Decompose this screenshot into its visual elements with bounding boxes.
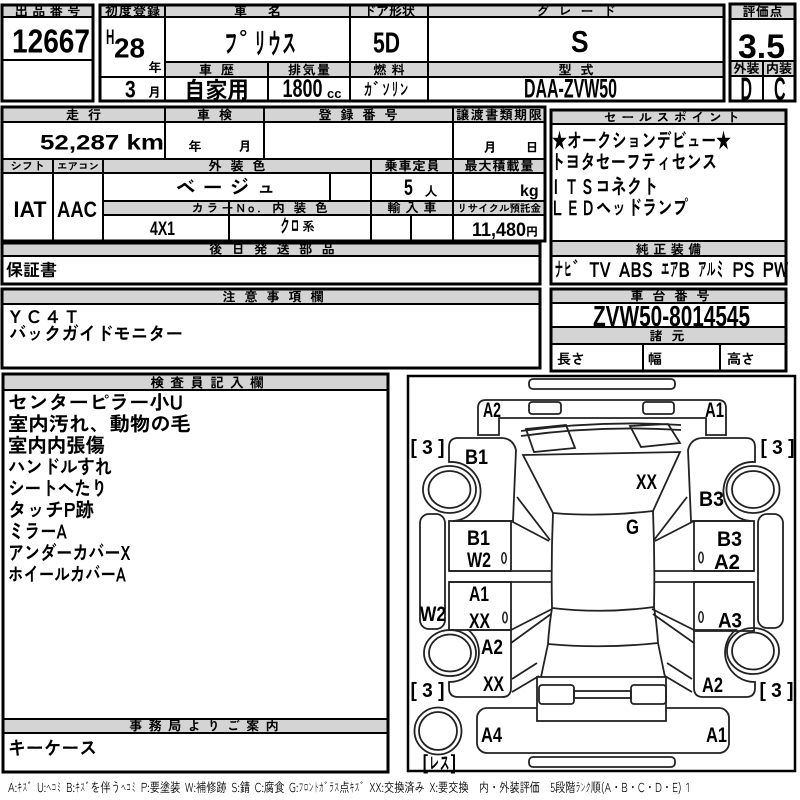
svg-text:[ 3 ]: [ 3 ]	[411, 437, 445, 459]
svg-text:G: G	[626, 516, 639, 539]
svg-text:DAA-ZVW50: DAA-ZVW50	[524, 74, 617, 104]
svg-text:B3: B3	[717, 528, 742, 551]
svg-text:XX: XX	[483, 673, 504, 696]
svg-text:D: D	[741, 72, 753, 107]
svg-text:A3: A3	[718, 610, 742, 633]
svg-text:5D: 5D	[373, 28, 400, 60]
svg-text:[ 3 ]: [ 3 ]	[760, 680, 794, 702]
svg-text:[ 3 ]: [ 3 ]	[411, 680, 445, 702]
svg-text:28: 28	[114, 33, 145, 64]
svg-text:A2: A2	[714, 551, 740, 574]
svg-text:B1: B1	[467, 527, 490, 550]
svg-text:A4: A4	[481, 724, 502, 747]
svg-text:11,480: 11,480	[472, 220, 526, 241]
svg-text:H: H	[106, 25, 114, 49]
svg-text:XX: XX	[469, 610, 490, 633]
svg-text:A2: A2	[702, 674, 723, 697]
svg-text:5: 5	[404, 177, 413, 201]
svg-text:IAT: IAT	[14, 197, 48, 222]
svg-text:4X1: 4X1	[150, 219, 175, 240]
svg-text:B3: B3	[699, 488, 724, 511]
svg-text:A1: A1	[469, 583, 489, 606]
svg-text:A1: A1	[706, 724, 727, 747]
svg-text:cc: cc	[327, 86, 341, 101]
svg-text:W2: W2	[420, 603, 446, 626]
svg-text:3: 3	[125, 75, 136, 103]
svg-text:12667: 12667	[12, 23, 90, 60]
svg-text:1800: 1800	[283, 75, 323, 103]
svg-text:A2: A2	[483, 399, 501, 422]
svg-text:XX: XX	[636, 471, 657, 494]
svg-text:B1: B1	[465, 446, 488, 469]
svg-text:52,287 km: 52,287 km	[40, 132, 164, 155]
svg-text:[ 3 ]: [ 3 ]	[761, 437, 795, 459]
svg-text:C: C	[774, 72, 786, 107]
svg-text:S: S	[571, 25, 589, 59]
svg-text:3.5: 3.5	[738, 28, 785, 66]
svg-text:ZVW50-8014545: ZVW50-8014545	[593, 301, 750, 333]
svg-text:A2: A2	[481, 636, 503, 659]
svg-text:AAC: AAC	[57, 197, 97, 222]
svg-text:kg: kg	[520, 183, 539, 200]
svg-text:A1: A1	[705, 399, 724, 422]
svg-text:W2: W2	[467, 549, 491, 572]
